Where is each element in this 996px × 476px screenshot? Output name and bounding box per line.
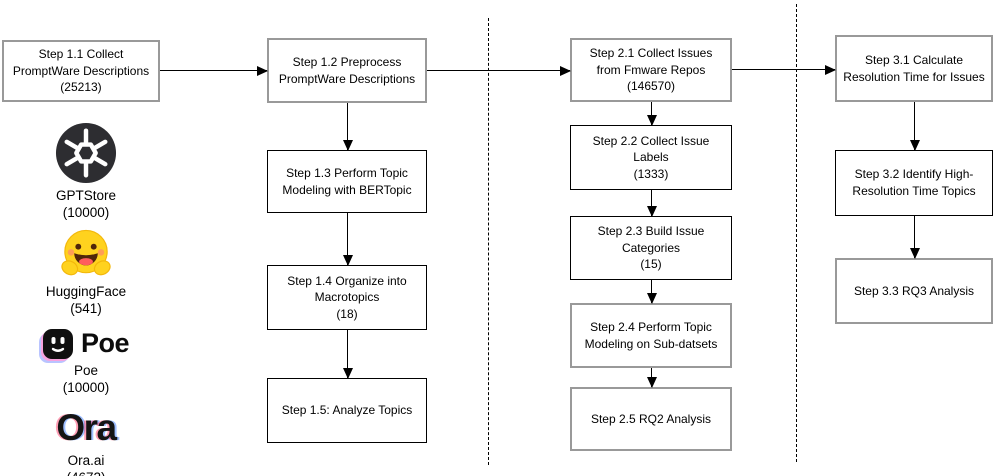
flow-box-step-1-4: Step 1.4 Organize into Macrotopics (18) bbox=[267, 265, 427, 330]
flow-box-label: Step 1.3 Perform Topic Modeling with BER… bbox=[282, 165, 412, 197]
flow-box-label: Step 2.3 Build Issue Categories (15) bbox=[597, 224, 705, 272]
flow-box-label: Step 1.5: Analyze Topics bbox=[281, 403, 413, 418]
flow-box-step-1-1: Step 1.1 Collect PromptWare Descriptions… bbox=[2, 40, 160, 102]
flow-box-step-2-4: Step 2.4 Perform Topic Modeling on Sub-d… bbox=[570, 303, 732, 368]
arrow-step-1-3-to-step-1-4 bbox=[343, 213, 353, 266]
flow-box-step-1-5: Step 1.5: Analyze Topics bbox=[267, 378, 427, 443]
flow-box-step-2-3: Step 2.3 Build Issue Categories (15) bbox=[570, 216, 732, 280]
flow-box-step-2-5: Step 2.5 RQ2 Analysis bbox=[570, 387, 732, 451]
flow-box-step-3-1: Step 3.1 Calculate Resolution Time for I… bbox=[835, 35, 993, 102]
source-name: HuggingFace bbox=[45, 284, 127, 299]
source-count: (541) bbox=[70, 301, 102, 316]
source-count: (10000) bbox=[62, 205, 110, 220]
flow-box-step-1-3: Step 1.3 Perform Topic Modeling with BER… bbox=[267, 150, 427, 213]
poe-logo: Poe bbox=[42, 328, 130, 359]
source-name: GPTStore bbox=[55, 188, 117, 203]
flow-box-label: Step 1.2 Preprocess PromptWare Descripti… bbox=[278, 54, 416, 86]
flow-box-label: Step 2.5 RQ2 Analysis bbox=[590, 411, 712, 426]
flow-box-label: Step 2.4 Perform Topic Modeling on Sub-d… bbox=[584, 319, 718, 351]
arrow-step-2-3-to-step-2-4 bbox=[647, 280, 657, 304]
flow-box-label: Step 3.3 RQ3 Analysis bbox=[853, 283, 975, 298]
openai-logo-icon bbox=[55, 122, 117, 184]
flow-box-step-3-3: Step 3.3 RQ3 Analysis bbox=[835, 258, 993, 324]
ora-wordmark-icon: Ora bbox=[56, 407, 117, 448]
poe-wordmark: Poe bbox=[80, 328, 130, 358]
arrow-step-2-2-to-step-2-3 bbox=[647, 190, 657, 217]
flow-box-step-2-2: Step 2.2 Collect Issue Labels (1333) bbox=[570, 125, 732, 190]
flow-box-step-3-2: Step 3.2 Identify High- Resolution Time … bbox=[835, 150, 993, 216]
arrow-step-3-1-to-step-3-2 bbox=[910, 102, 920, 151]
source-count: (10000) bbox=[62, 380, 110, 395]
arrow-step-1-1-to-step-1-2 bbox=[160, 66, 268, 76]
flow-box-step-2-1: Step 2.1 Collect Issues from Fmware Repo… bbox=[570, 38, 732, 102]
source-name: Poe bbox=[73, 363, 99, 378]
flow-box-label: Step 3.2 Identify High- Resolution Time … bbox=[852, 167, 976, 198]
arrow-step-2-4-to-step-2-5 bbox=[647, 368, 657, 388]
arrow-step-3-2-to-step-3-3 bbox=[910, 216, 920, 259]
source-name: Ora.ai bbox=[67, 453, 105, 468]
huggingface-logo-icon bbox=[61, 229, 111, 276]
arrow-step-1-2-to-step-1-3 bbox=[343, 103, 353, 151]
data-sources-list: GPTStore (10000) HuggingFace (541) bbox=[0, 112, 172, 476]
arrow-step-2-1-to-step-3-1 bbox=[732, 65, 836, 75]
source-count: (4672) bbox=[66, 470, 105, 476]
flow-box-label: Step 1.1 Collect PromptWare Descriptions… bbox=[12, 47, 150, 95]
flow-box-label: Step 1.4 Organize into Macrotopics (18) bbox=[287, 273, 407, 321]
flow-box-label: Step 3.1 Calculate Resolution Time for I… bbox=[843, 52, 985, 84]
arrow-step-1-2-to-step-2-1 bbox=[427, 66, 571, 76]
flow-box-label: Step 2.1 Collect Issues from Fmware Repo… bbox=[589, 46, 713, 94]
flow-box-step-1-2: Step 1.2 Preprocess PromptWare Descripti… bbox=[267, 38, 427, 103]
phase-divider-1 bbox=[488, 18, 489, 465]
flow-box-label: Step 2.2 Collect Issue Labels (1333) bbox=[592, 133, 710, 181]
poe-bubble-icon bbox=[42, 328, 73, 359]
phase-divider-2 bbox=[796, 4, 797, 462]
arrow-step-1-4-to-step-1-5 bbox=[343, 330, 353, 379]
arrow-step-2-1-to-step-2-2 bbox=[647, 102, 657, 126]
